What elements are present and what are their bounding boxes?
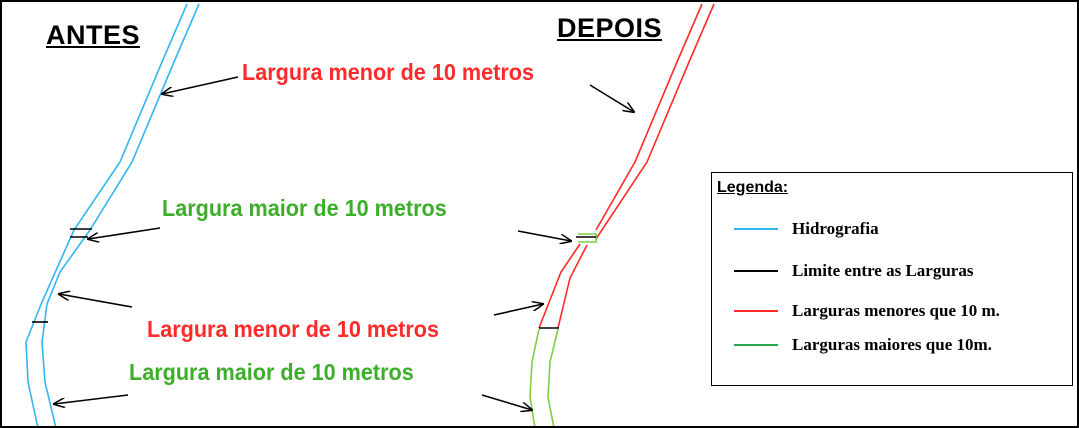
legend-item-narrow: Larguras menores que 10 m. [734, 301, 1069, 321]
river-after-bottom-right-bank [547, 328, 559, 426]
label-narrow-bottom: Largura menor de 10 metros [147, 316, 439, 342]
arrow-narrow-bottom-left [59, 294, 133, 308]
label-wide-top: Largura maior de 10 metros [162, 195, 447, 221]
river-after-boundaries [539, 236, 596, 329]
arrow-wide-top-right [517, 230, 571, 241]
legend-title: Legenda: [717, 179, 789, 196]
river-after-mid-left-bank [538, 243, 581, 329]
legend-item-wide: Larguras maiores que 10m. [734, 335, 1069, 355]
river-after-mid-right-bank [557, 244, 588, 329]
river-after-wide [529, 233, 597, 426]
heading-after: DEPOIS [557, 13, 663, 43]
legend-swatch-narrow [734, 310, 778, 312]
arrow-narrow-top-right [589, 84, 634, 112]
heading-before: ANTES [46, 20, 141, 50]
arrow-wide-bottom-left [54, 394, 129, 404]
arrow-narrow-bottom-right [493, 304, 543, 316]
legend-swatch-boundary [734, 270, 778, 272]
label-narrow-top: Largura menor de 10 metros [242, 59, 534, 85]
legend-label-boundary: Limite entre as Larguras [792, 261, 974, 280]
legend: Legenda: Hidrografia Limite entre as Lar… [711, 172, 1073, 386]
river-before-left-bank [25, 3, 188, 426]
river-after-top-left-bank [595, 3, 703, 231]
arrow-wide-top-left [88, 227, 161, 239]
river-after-upper-wide [578, 233, 597, 243]
legend-swatch-wide [734, 344, 778, 346]
legend-item-boundary: Limite entre as Larguras [734, 261, 1069, 281]
legend-item-hydrography: Hidrografia [734, 219, 1069, 239]
legend-label-narrow: Larguras menores que 10 m. [792, 301, 1000, 320]
arrow-wide-bottom-right [481, 394, 532, 410]
legend-label-wide: Larguras maiores que 10m. [792, 335, 992, 354]
river-after-bottom-left-bank [529, 328, 540, 426]
river-after-narrow [538, 3, 715, 329]
label-wide-bottom: Largura maior de 10 metros [129, 359, 414, 385]
legend-swatch-hydrography [734, 228, 778, 230]
legend-label-hydrography: Hidrografia [792, 219, 879, 238]
river-after-top-right-bank [595, 3, 715, 240]
river-before-boundaries [32, 228, 92, 323]
arrows [54, 76, 634, 410]
arrow-narrow-top-left [162, 76, 239, 94]
